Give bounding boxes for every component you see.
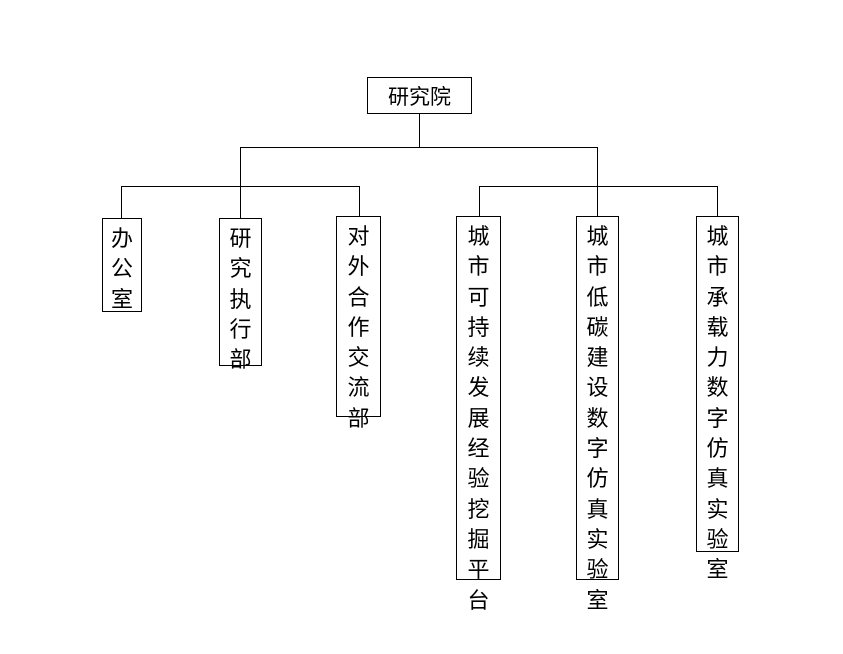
node-label: 城市承载力数字仿真实验室 bbox=[706, 225, 729, 584]
node-label: 研究执行部 bbox=[229, 227, 252, 374]
node-label: 城市可持续发展经验挖掘平台 bbox=[467, 225, 490, 614]
node-low-carbon-simulation-lab: 城市低碳建设数字仿真实验室 bbox=[576, 216, 619, 614]
node-label: 研究院 bbox=[388, 84, 451, 109]
node-research-execution-dept: 研究执行部 bbox=[219, 218, 262, 373]
node-label: 对外合作交流部 bbox=[347, 225, 370, 432]
node-external-cooperation-dept: 对外合作交流部 bbox=[336, 216, 381, 432]
node-research-institute: 研究院 bbox=[367, 77, 472, 114]
node-sustainable-development-platform: 城市可持续发展经验挖掘平台 bbox=[456, 216, 501, 614]
node-label: 办公室 bbox=[111, 227, 134, 313]
node-office: 办公室 bbox=[102, 218, 142, 313]
node-label: 城市低碳建设数字仿真实验室 bbox=[586, 225, 609, 614]
node-carrying-capacity-simulation-lab: 城市承载力数字仿真实验室 bbox=[696, 216, 739, 583]
